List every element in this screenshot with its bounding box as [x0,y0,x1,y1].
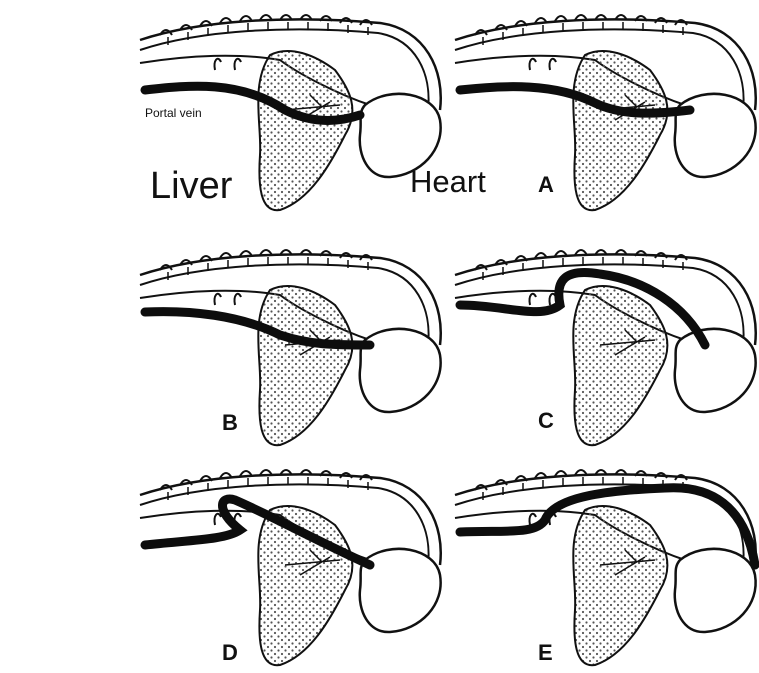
panel-b [140,250,441,445]
panel-letter-d: D [222,640,238,666]
heart-label: Heart [410,164,486,200]
portal-vein-label: Portal vein [145,106,202,120]
panel-letter-a: A [538,172,554,198]
panel-letter-e: E [538,640,553,666]
panel-a [455,15,756,210]
panel-letter-b: B [222,410,238,436]
panel-letter-c: C [538,408,554,434]
panel-e [455,470,756,665]
liver-label: Liver [150,165,232,208]
panel-d [140,470,441,665]
panel-c [455,250,756,445]
